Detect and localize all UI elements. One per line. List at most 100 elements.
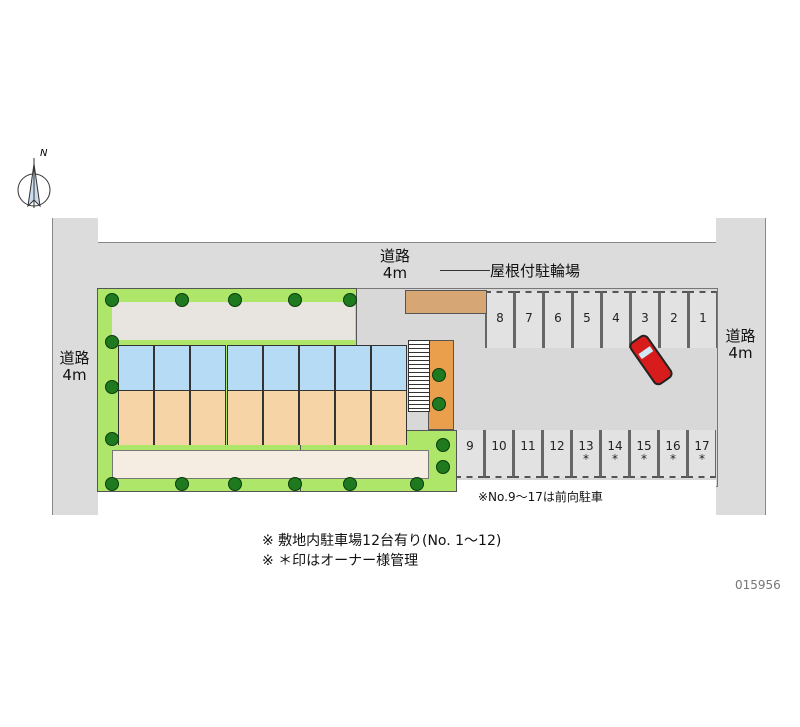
tree-icon	[105, 477, 119, 491]
bike-parking-label: 屋根付駐輪場	[490, 262, 581, 280]
road-top-width: 4m	[382, 264, 408, 282]
owner-managed-mark: *	[699, 452, 705, 466]
owner-managed-mark: *	[641, 452, 647, 466]
note-owner-managed: ※ ＊印はオーナー様管理	[262, 553, 419, 569]
parking-slot: 11	[513, 430, 542, 478]
parking-slot: 9	[455, 430, 484, 478]
apartment-unit	[299, 345, 335, 445]
parking-slot-number: 3	[641, 311, 649, 325]
parking-slot: 8	[485, 291, 514, 348]
compass-icon: N	[10, 148, 60, 215]
road-right	[716, 218, 766, 515]
parking-slot: 15*	[629, 430, 658, 478]
tree-icon	[105, 432, 119, 446]
tree-icon	[288, 477, 302, 491]
parking-slot-number: 7	[525, 311, 533, 325]
compass-north-label: N	[40, 148, 48, 159]
unit-room	[263, 391, 298, 445]
unit-wet-area	[119, 346, 153, 392]
apartment-unit	[118, 345, 154, 445]
unit-room	[119, 391, 153, 445]
apartment-unit	[262, 345, 299, 445]
road-right-name: 道路	[725, 327, 756, 345]
tree-icon	[228, 293, 242, 307]
tree-icon	[432, 368, 446, 382]
courtyard	[112, 302, 355, 340]
parking-slot-number: 9	[466, 439, 474, 453]
parking-slot: 13*	[571, 430, 600, 478]
parking-slot: 6	[543, 291, 572, 348]
parking-slot-number: 8	[496, 311, 504, 325]
parking-slot-number: 6	[554, 311, 562, 325]
tree-icon	[343, 477, 357, 491]
unit-wet-area	[155, 346, 190, 392]
property-id: 015956	[735, 578, 781, 592]
unit-room	[227, 391, 262, 445]
unit-room	[372, 391, 407, 445]
tree-icon	[436, 438, 450, 452]
owner-managed-mark: *	[612, 452, 618, 466]
unit-room	[191, 391, 226, 445]
parking-slot: 12	[542, 430, 571, 478]
tree-icon	[436, 460, 450, 474]
tree-icon	[228, 477, 242, 491]
parking-slot: 7	[514, 291, 543, 348]
front-yard	[112, 450, 429, 479]
parking-slot-number: 14	[607, 439, 623, 453]
stairs	[408, 340, 430, 412]
apartment-unit	[371, 345, 408, 445]
parking-slot: 5	[572, 291, 601, 348]
unit-room	[336, 391, 371, 445]
apartment-unit	[226, 345, 263, 445]
parking-slot-number: 17	[694, 439, 710, 453]
parking-slot: 10	[484, 430, 513, 478]
parking-slot-number: 4	[612, 311, 620, 325]
tree-icon	[105, 380, 119, 394]
parking-slot-number: 5	[583, 311, 591, 325]
unit-room	[300, 391, 334, 445]
apartment-unit	[190, 345, 227, 445]
parking-slot: 17*	[687, 430, 716, 478]
parking-slot-number: 13	[578, 439, 594, 453]
tree-icon	[432, 397, 446, 411]
parking-slot-number: 11	[520, 439, 536, 453]
parking-slot: 14*	[600, 430, 629, 478]
road-right-width: 4m	[728, 344, 753, 362]
road-top-name: 道路	[379, 247, 410, 265]
parking-slot-number: 16	[665, 439, 681, 453]
parking-note-area	[455, 480, 716, 515]
apartment-unit	[154, 345, 191, 445]
unit-wet-area	[300, 346, 334, 392]
unit-wet-area	[336, 346, 371, 392]
bike-parking-leader-line	[440, 270, 490, 271]
parking-slot: 16*	[658, 430, 687, 478]
road-left-width: 4m	[62, 366, 87, 384]
tree-icon	[410, 477, 424, 491]
tree-icon	[105, 293, 119, 307]
road-left	[52, 218, 98, 515]
parking-slot: 1	[688, 291, 717, 348]
parking-slot: 4	[601, 291, 630, 348]
unit-room	[155, 391, 190, 445]
paving	[428, 340, 454, 430]
unit-wet-area	[372, 346, 407, 392]
parking-slot: 2	[659, 291, 688, 348]
parking-slot-number: 15	[636, 439, 652, 453]
apartment-unit	[335, 345, 372, 445]
parking-note: ※No.9～17は前向駐車	[478, 490, 603, 504]
tree-icon	[175, 477, 189, 491]
tree-icon	[343, 293, 357, 307]
road-left-name: 道路	[59, 349, 90, 367]
tree-icon	[288, 293, 302, 307]
bike-parking	[405, 290, 487, 314]
unit-wet-area	[227, 346, 262, 392]
parking-slot-number: 2	[670, 311, 678, 325]
tree-icon	[105, 335, 119, 349]
owner-managed-mark: *	[583, 452, 589, 466]
parking-slot-number: 10	[491, 439, 507, 453]
owner-managed-mark: *	[670, 452, 676, 466]
